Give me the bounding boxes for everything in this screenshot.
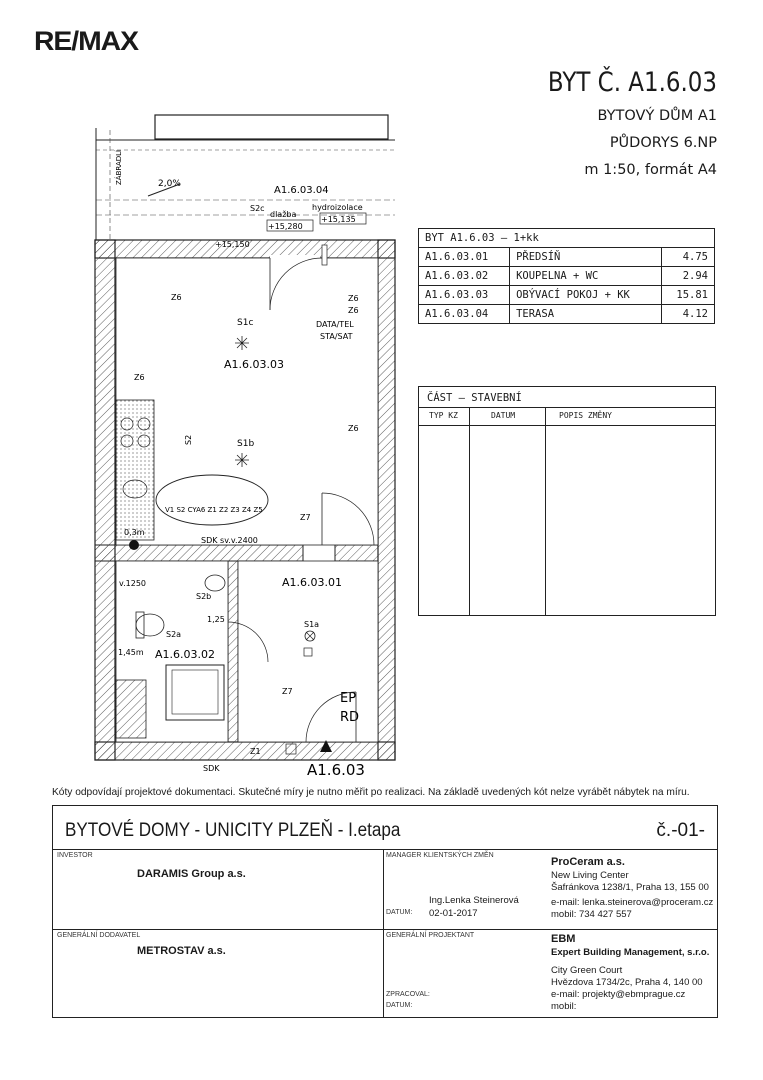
ebm-full: Expert Building Management, s.r.o. <box>551 947 710 958</box>
z1-label: Z1 <box>250 747 261 756</box>
z6-label: Z6 <box>134 373 145 382</box>
manager-label: MANAGER KLIENTSKÝCH ZMĚN <box>386 852 494 859</box>
s2c-label: S2c <box>250 204 265 213</box>
contractor-label: GENERÁLNÍ DODAVATEL <box>57 932 141 939</box>
s1c-label: S1c <box>237 318 253 328</box>
room-area: 4.75 <box>660 247 716 267</box>
zpracoval-label: ZPRACOVAL: <box>386 991 430 998</box>
datum-label: DATUM: <box>386 1002 413 1009</box>
rd-label: RD <box>340 710 359 725</box>
ebm-email: e-mail: projekty@ebmprague.cz <box>551 989 686 1000</box>
terrace-label: A1.6.03.04 <box>274 185 329 196</box>
room-name: KOUPELNA + WC <box>509 266 662 286</box>
z7-label: Z7 <box>282 687 293 696</box>
walls <box>94 239 396 761</box>
kitchen <box>115 399 155 541</box>
s1b-label: S1b <box>237 439 254 449</box>
offset-label: 0,3m <box>124 528 145 537</box>
room-area: 4.12 <box>660 304 716 324</box>
date-value: 02-01-2017 <box>429 908 478 919</box>
room-code: A1.6.03.04 <box>417 304 511 324</box>
risers-label: V1 S2 CYA6 Z1 Z2 Z3 Z4 Z5 <box>165 506 263 514</box>
room-name: PŘEDSÍŇ <box>509 247 662 267</box>
slope-label: 2,0% <box>158 179 181 189</box>
remax-logo: RE/MAX <box>34 26 139 56</box>
z6-label: Z6 <box>348 294 359 303</box>
proceram-mobil: mobil: 734 427 557 <box>551 909 632 920</box>
terrace: 2,0% A1.6.03.04 S2c dlažba +15,280 hydro… <box>95 114 395 240</box>
manager-name: Ing.Lenka Steinerová <box>429 895 519 906</box>
s2a-label: S2a <box>166 630 181 639</box>
z7-label: Z7 <box>300 513 311 522</box>
dlazba-label: dlažba <box>270 210 296 219</box>
ebm-line1: City Green Court <box>551 965 623 976</box>
floor-label: PŮDORYS 6.NP <box>609 135 717 151</box>
ebm-mobil: mobil: <box>551 1001 577 1012</box>
proceram-line1: New Living Center <box>551 870 629 881</box>
height-label: v.1250 <box>119 579 146 588</box>
floor-plan: 2,0% A1.6.03.04 S2c dlažba +15,280 hydro… <box>94 114 396 779</box>
room-area: 15.81 <box>660 285 716 305</box>
s2-label: S2 <box>184 435 193 445</box>
s1a-label: S1a <box>304 620 319 629</box>
z6-label: Z6 <box>171 293 182 302</box>
height-label-2: 1,25 <box>207 615 225 624</box>
living-label: A1.6.03.03 <box>224 358 284 371</box>
railing-label: ZÁBRADLÍ <box>114 150 123 185</box>
level-2: +15,135 <box>321 215 356 224</box>
unit-label: A1.6.03 <box>307 761 365 779</box>
proceram-email: e-mail: lenka.steinerova@proceram.cz <box>551 897 714 908</box>
risers-highlight <box>155 474 269 526</box>
designer-label: GENERÁLNÍ PROJEKTANT <box>386 932 475 939</box>
rooms-table-title: BYT A1.6.03 – 1+kk <box>418 228 715 248</box>
hall-label: A1.6.03.01 <box>282 576 342 589</box>
room-code: A1.6.03.02 <box>417 266 511 286</box>
room-area: 2.94 <box>660 266 716 286</box>
level-3: +15,150 <box>215 240 250 249</box>
ep-label: EP <box>340 691 356 706</box>
scale-label: m 1:50, formát A4 <box>584 162 717 178</box>
ebm-line2: Hvězdova 1734/2c, Praha 4, 140 00 <box>551 977 703 988</box>
data-tel-label: DATA/TEL <box>316 320 354 329</box>
room-name: OBÝVACÍ POKOJ + KK <box>509 285 662 305</box>
sdk-label-2: SDK <box>203 764 220 773</box>
changes-panel-title: ČÁST – STAVEBNÍ <box>427 392 522 404</box>
proceram-name: ProCeram a.s. <box>551 856 625 868</box>
offset-label-2: 1,45m <box>118 648 144 657</box>
sdk-label: SDK sv.v.2400 <box>201 536 258 545</box>
z6-label: Z6 <box>348 306 359 315</box>
investor-label: INVESTOR <box>57 852 93 859</box>
investor-name: DARAMIS Group a.s. <box>137 868 246 880</box>
title-block: BYTOVÉ DOMY - UNICITY PLZEŇ - I.etapa č.… <box>52 805 718 1018</box>
building-label: BYTOVÝ DŮM A1 <box>597 108 717 124</box>
proceram-line2: Šafránkova 1238/1, Praha 13, 155 00 <box>551 882 709 893</box>
ebm-name: EBM <box>551 933 576 945</box>
room-code: A1.6.03.01 <box>417 247 511 267</box>
entrance-arrow-icon <box>320 740 332 752</box>
dimension-note: Kóty odpovídají projektové dokumentaci. … <box>52 787 690 798</box>
room-code: A1.6.03.03 <box>417 285 511 305</box>
room-name: TERASA <box>509 304 662 324</box>
z6-label: Z6 <box>348 424 359 433</box>
hydro-label: hydroizolace <box>312 203 363 212</box>
col-popis: POPIS ZMĚNY <box>559 411 612 420</box>
sta-sat-label: STA/SAT <box>320 332 353 341</box>
col-typ: TYP KZ <box>429 411 458 420</box>
level-1: +15,280 <box>268 222 303 231</box>
date-label: DATUM: <box>386 909 413 916</box>
sheet-number: č.-01- <box>656 820 705 841</box>
contractor-name: METROSTAV a.s. <box>137 945 226 957</box>
bath-label: A1.6.03.02 <box>155 648 215 661</box>
col-datum: DATUM <box>491 411 516 420</box>
apartment-title: BYT Č. A1.6.03 <box>547 67 717 98</box>
changes-panel: ČÁST – STAVEBNÍ TYP KZ DATUM POPIS ZMĚNY <box>418 386 716 616</box>
project-title: BYTOVÉ DOMY - UNICITY PLZEŇ - I.etapa <box>65 820 401 841</box>
s2b-label: S2b <box>196 592 211 601</box>
bathroom: v.1250 S2a S2b 1,25 1,45m A1.6.03.02 <box>115 574 269 739</box>
